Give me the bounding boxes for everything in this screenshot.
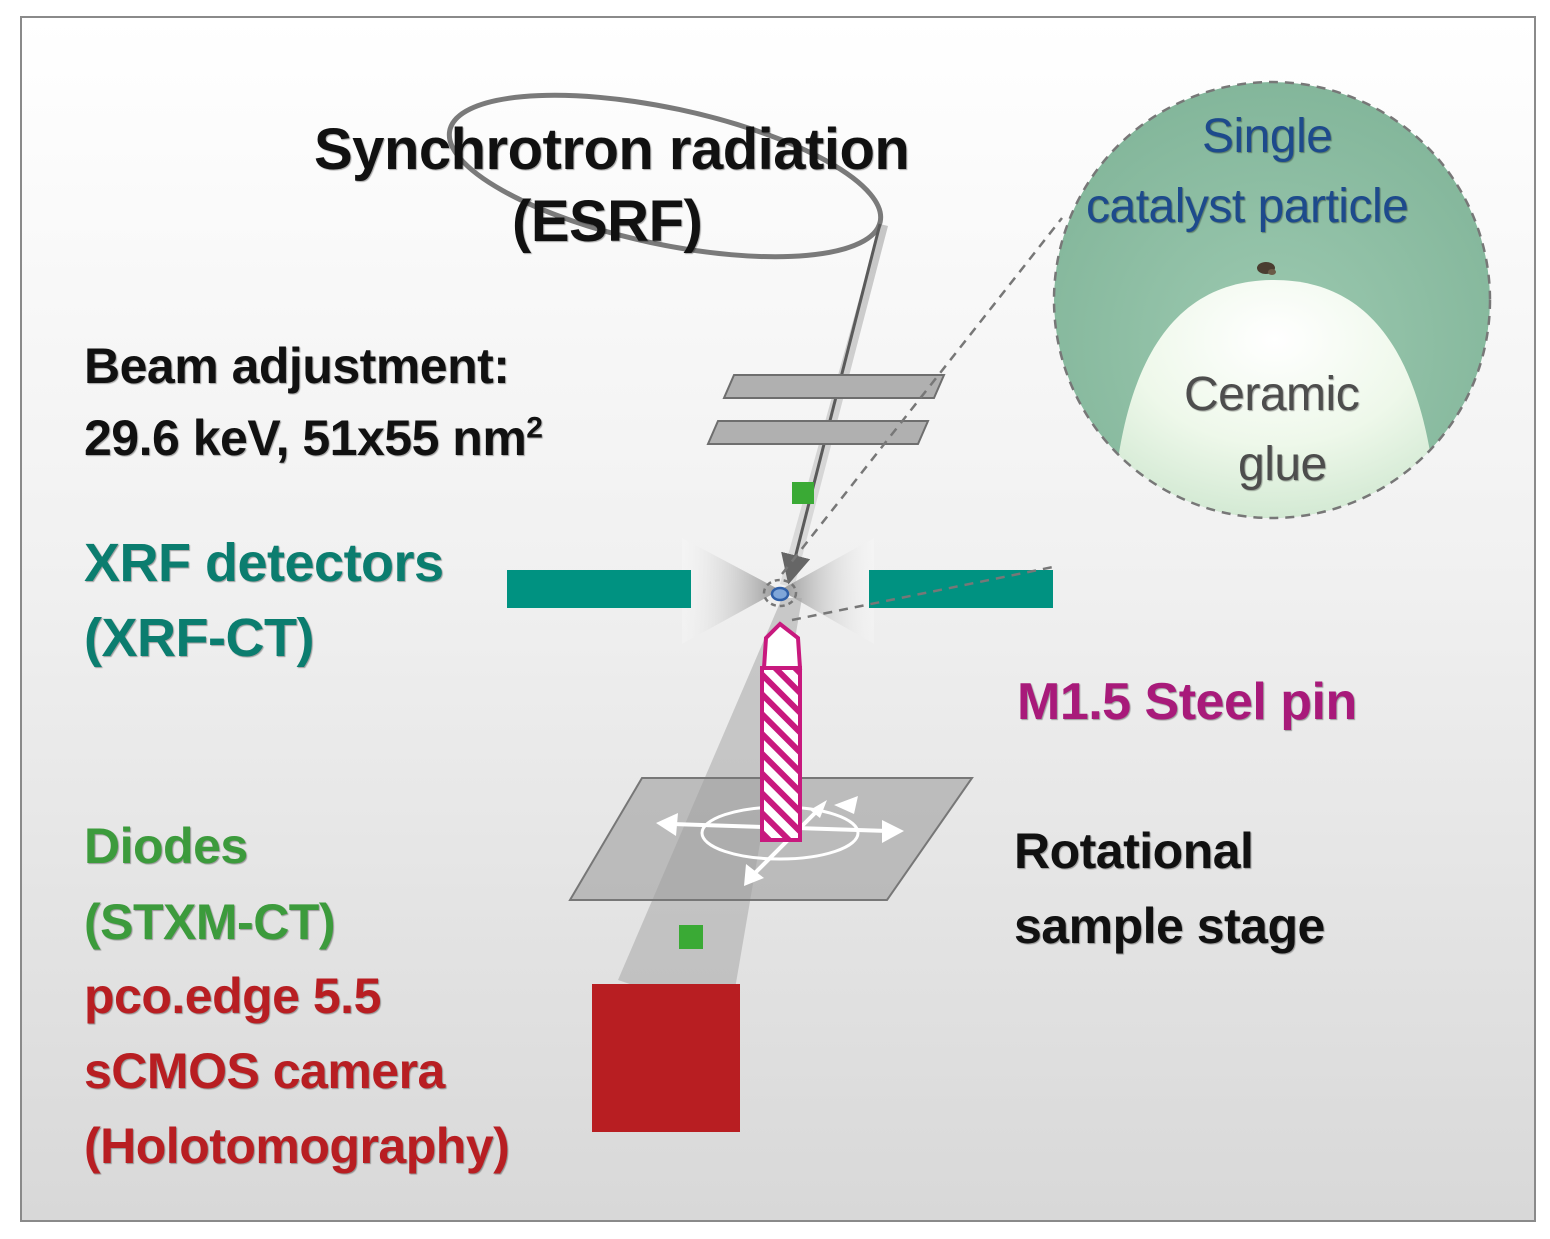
label-xrf-detectors: XRF detectors bbox=[84, 533, 444, 593]
label-xrf-ct: (XRF-CT) bbox=[84, 608, 314, 668]
slit-plate-lower bbox=[706, 420, 930, 445]
beam-title: Beam adjustment: bbox=[84, 338, 510, 394]
label-inset-catalyst: catalyst particle bbox=[1086, 180, 1409, 234]
inset-particle-line2: catalyst particle bbox=[1086, 180, 1409, 233]
sample-focus-ring bbox=[762, 578, 798, 608]
label-stxm-ct: (STXM-CT) bbox=[84, 894, 336, 950]
label-esrf: (ESRF) bbox=[512, 189, 703, 255]
figure-frame: Synchrotron radiation (ESRF) Beam adjust… bbox=[20, 16, 1536, 1222]
zoom-line-lower bbox=[791, 564, 1059, 622]
inset-glue-line1: Ceramic bbox=[1184, 368, 1360, 421]
zoom-line-upper bbox=[781, 217, 1063, 575]
inset-border bbox=[1052, 80, 1492, 520]
diode-upper bbox=[792, 482, 814, 504]
scmos-camera bbox=[592, 984, 740, 1132]
label-steel-pin: M1.5 Steel pin bbox=[1017, 673, 1357, 731]
stxm-ct: (STXM-CT) bbox=[84, 894, 336, 950]
stage-line2: sample stage bbox=[1014, 898, 1325, 954]
ceramic-glue-dome bbox=[1112, 280, 1438, 518]
inset-particle-line1: Single bbox=[1202, 110, 1333, 163]
storage-ring bbox=[446, 92, 884, 260]
label-holotomography: (Holotomography) bbox=[84, 1118, 510, 1174]
xrf-fan-left bbox=[682, 538, 780, 644]
label-beam-adjustment: Beam adjustment: bbox=[84, 338, 510, 394]
holotomography: (Holotomography) bbox=[84, 1118, 510, 1174]
inset-glue-line2: glue bbox=[1238, 438, 1327, 491]
beam-specs-exponent: 2 bbox=[526, 411, 543, 445]
label-sample-stage: sample stage bbox=[1014, 898, 1325, 954]
steel-pin-shaft bbox=[760, 666, 802, 842]
label-camera-model: pco.edge 5.5 bbox=[84, 968, 381, 1024]
diodes-title: Diodes bbox=[84, 818, 248, 874]
inset-magnified-view bbox=[1054, 82, 1490, 518]
xrf-fan-right bbox=[780, 538, 874, 644]
label-camera-type: sCMOS camera bbox=[84, 1043, 445, 1099]
label-inset-single: Single bbox=[1202, 110, 1333, 164]
steel-pin: M1.5 Steel pin bbox=[1017, 673, 1357, 731]
label-inset-ceramic: Ceramic bbox=[1184, 368, 1360, 422]
slit-plate-upper bbox=[722, 374, 946, 399]
xrf-detector-right bbox=[869, 570, 1053, 608]
label-inset-glue: glue bbox=[1238, 438, 1327, 492]
setup-diagram bbox=[446, 80, 1492, 1132]
diode-lower bbox=[679, 925, 703, 949]
xrf-detector-left bbox=[507, 570, 691, 608]
beam-specs: 29.6 keV, 51x55 nm bbox=[84, 410, 527, 466]
label-rotational: Rotational bbox=[1014, 823, 1254, 879]
synchrotron-title: Synchrotron radiation bbox=[314, 117, 910, 182]
stage-line1: Rotational bbox=[1014, 823, 1254, 879]
catalyst-particle-spot bbox=[770, 586, 790, 602]
camera-type: sCMOS camera bbox=[84, 1043, 445, 1099]
label-synchrotron: Synchrotron radiation bbox=[314, 117, 910, 183]
xrf-ct: (XRF-CT) bbox=[84, 608, 314, 668]
xrf-detectors-title: XRF detectors bbox=[84, 533, 444, 593]
label-diodes: Diodes bbox=[84, 818, 248, 874]
esrf-source: (ESRF) bbox=[512, 189, 703, 254]
camera-model: pco.edge 5.5 bbox=[84, 968, 381, 1024]
label-beam-specs: 29.6 keV, 51x55 nm2 bbox=[84, 410, 543, 466]
